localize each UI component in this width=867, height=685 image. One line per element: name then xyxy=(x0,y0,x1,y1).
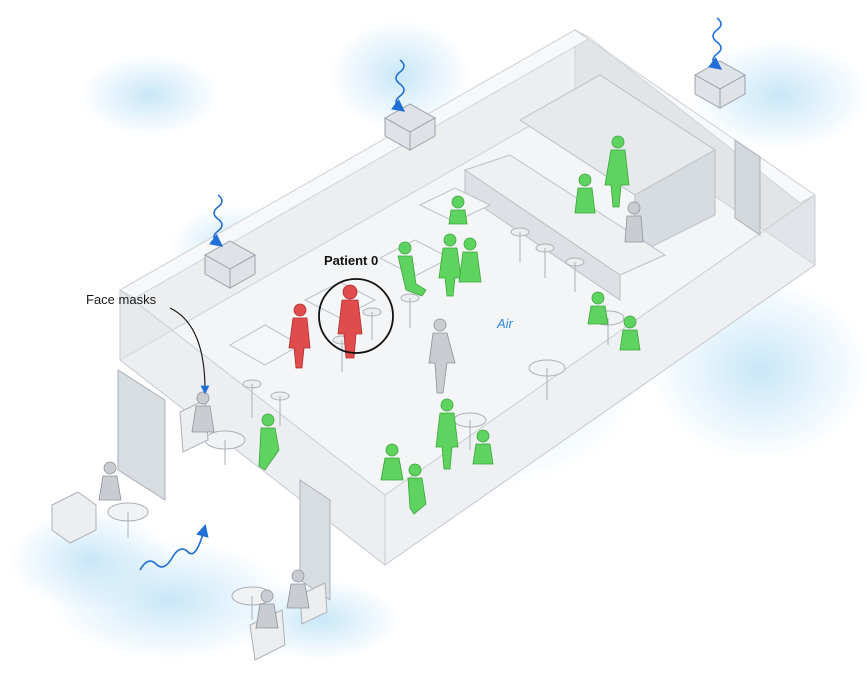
kitchen-door xyxy=(734,139,761,236)
front-wall-right xyxy=(384,194,816,566)
at-risk-person xyxy=(258,135,641,515)
airflow-down-arrow-1 xyxy=(391,59,406,112)
ceiling-vents xyxy=(203,60,747,289)
vent-icon xyxy=(203,240,257,289)
air-label: Air xyxy=(496,316,514,331)
unaffected-person xyxy=(98,201,644,629)
bar-counter-side xyxy=(464,169,621,301)
patient-zero-marker xyxy=(318,278,394,354)
face-masks-label: Face masks xyxy=(86,292,157,307)
airflow-down-arrow-2 xyxy=(209,194,224,247)
face-masks-pointer xyxy=(169,307,210,395)
people xyxy=(98,135,644,629)
infected-person xyxy=(288,284,363,369)
airflow-in-arrow xyxy=(139,523,209,571)
airflow-arrows xyxy=(139,17,723,571)
patient-zero-label: Patient 0 xyxy=(324,253,378,268)
round-tables xyxy=(107,310,625,620)
side-door xyxy=(299,479,331,601)
airflow-down-arrow-3 xyxy=(708,17,723,70)
vent-icon xyxy=(693,60,747,109)
entrance-door xyxy=(117,369,166,501)
